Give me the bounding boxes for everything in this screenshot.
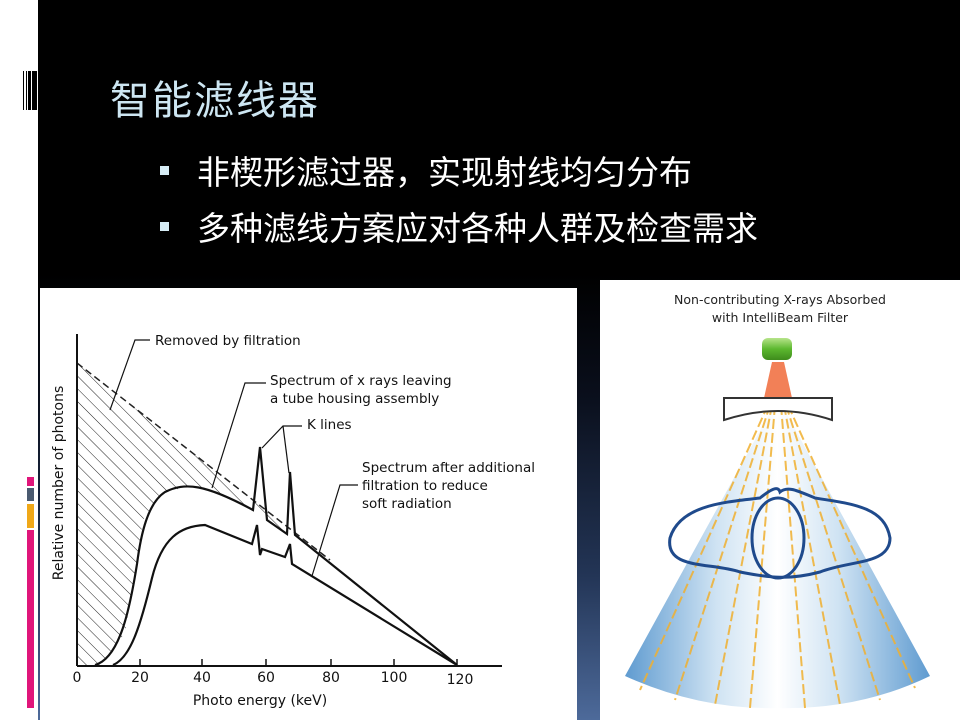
xray-tube-icon (762, 338, 792, 360)
annotation-leader-lines (109, 339, 358, 577)
xray-source-rays (764, 362, 792, 398)
patient-body-outline (668, 487, 892, 579)
x-tick-label: 20 (131, 670, 149, 686)
bullet-square-icon (160, 221, 169, 231)
diagram-title-1: Non-contributing X-rays Absorbed (674, 292, 886, 307)
x-tick-label: 80 (322, 670, 340, 686)
annotation-after-1: Spectrum after additional (362, 460, 535, 476)
bullet-item: 非楔形滤过器，实现射线均匀分布 (160, 146, 692, 194)
series-tube-spectrum (94, 446, 458, 667)
bullet-text: 多种滤线方案应对各种人群及检查需求 (197, 209, 758, 248)
bullet-item: 多种滤线方案应对各种人群及检查需求 (160, 202, 758, 250)
spectrum-chart: 0 20 40 60 80 100 120 Photo energy (keV)… (40, 288, 577, 720)
filter-bracket-icon (723, 397, 833, 422)
annotation-removed: Removed by filtration (155, 333, 301, 349)
annotation-after-3: soft radiation (362, 496, 452, 512)
x-tick-label: 100 (381, 670, 408, 686)
bullet-text: 非楔形滤过器，实现射线均匀分布 (197, 153, 692, 192)
patient-organ-outline (750, 496, 806, 580)
annotation-tube-2: a tube housing assembly (270, 391, 439, 407)
y-axis-label: Relative number of photons (51, 386, 67, 581)
slide-title: 智能滤线器 (110, 78, 320, 124)
intellibeam-filter-diagram: Non-contributing X-rays Absorbed with In… (600, 280, 960, 720)
diagram-title-2: with IntelliBeam Filter (712, 310, 849, 325)
x-tick-label: 0 (73, 670, 82, 686)
accent-stripe-pink-long (27, 530, 34, 708)
annotation-k-lines: K lines (307, 417, 352, 433)
barcode-decoration (23, 71, 37, 110)
annotation-after-2: filtration to reduce (362, 478, 488, 494)
accent-stripe-gold (27, 504, 34, 528)
series-filtered-spectrum (112, 523, 458, 667)
x-tick-label: 60 (257, 670, 275, 686)
annotation-tube-1: Spectrum of x rays leaving (270, 373, 452, 389)
x-axis-label: Photo energy (keV) (193, 693, 327, 709)
accent-stripe-pink (27, 477, 34, 486)
x-tick-label: 40 (193, 670, 211, 686)
bullet-square-icon (160, 165, 169, 175)
accent-stripe-slate (27, 488, 34, 501)
xray-beam-cone (625, 398, 930, 709)
x-tick-label: 120 (447, 672, 474, 688)
beam-rays (639, 404, 916, 709)
